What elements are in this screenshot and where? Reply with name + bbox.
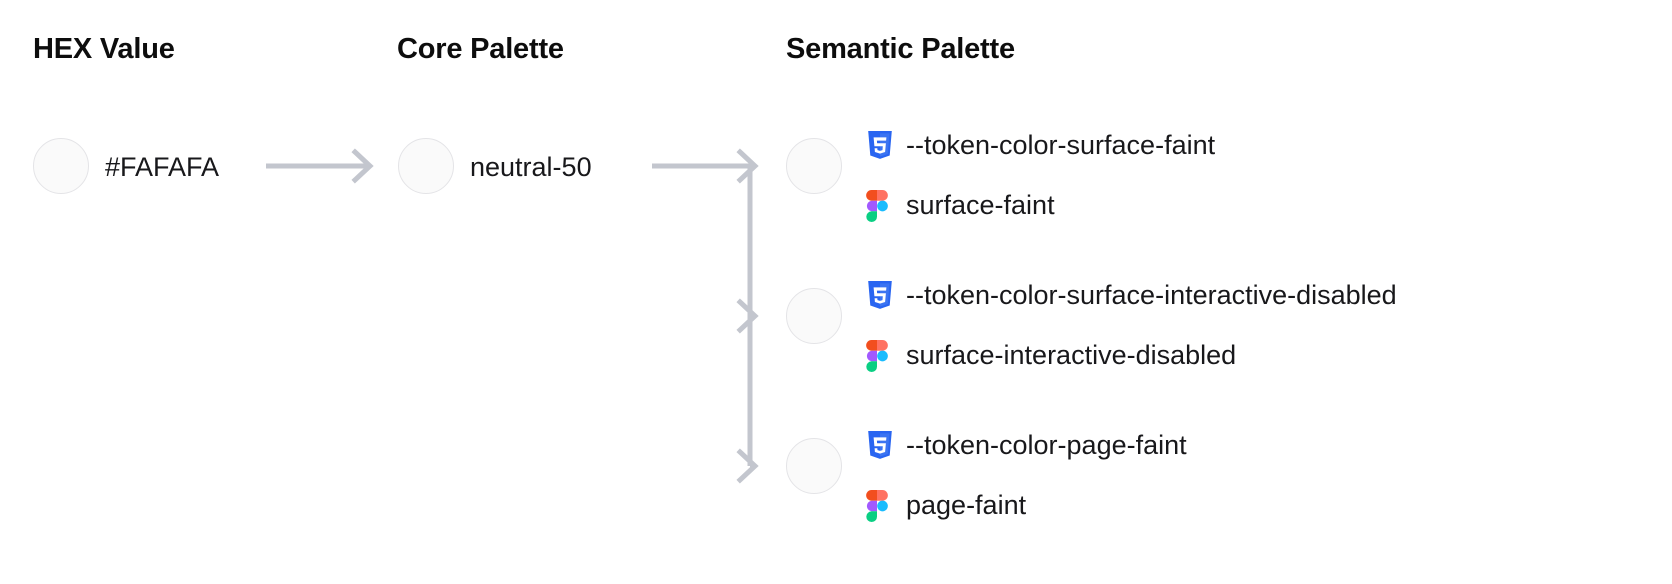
figma-icon [866,490,894,522]
css-token-row-1: --token-color-surface-interactive-disabl… [866,265,1397,325]
color-swatch-core-palette [398,138,454,194]
hex-value-label: #FAFAFA [105,152,220,182]
core-palette-label: neutral-50 [470,152,592,182]
color-swatch-hex-value [33,138,89,194]
column-heading-hex-value: HEX Value [33,33,175,65]
semantic-token-group-2: --token-color-page-faint page-faint [866,415,1187,535]
figma-icon [866,190,894,222]
css3-icon [866,430,894,460]
css-token-label-2: --token-color-page-faint [906,429,1187,460]
css3-icon [866,130,894,160]
semantic-token-group-0: --token-color-surface-faint surface-fain… [866,115,1215,235]
column-heading-core-palette: Core Palette [397,33,564,65]
figma-token-row-2: page-faint [866,475,1187,535]
figma-token-row-1: surface-interactive-disabled [866,325,1397,385]
semantic-token-group-1: --token-color-surface-interactive-disabl… [866,265,1397,385]
css3-icon [866,280,894,310]
color-swatch-semantic-1 [786,288,842,344]
figma-token-label-1: surface-interactive-disabled [906,339,1237,370]
css-token-row-0: --token-color-surface-faint [866,115,1215,175]
color-swatch-semantic-2 [786,438,842,494]
figma-token-label-0: surface-faint [906,189,1055,220]
css-token-row-2: --token-color-page-faint [866,415,1187,475]
color-swatch-semantic-0 [786,138,842,194]
column-heading-semantic-palette: Semantic Palette [786,33,1015,65]
arrow-core-to-semantic-branch [652,148,759,484]
figma-icon [866,340,894,372]
figma-token-row-0: surface-faint [866,175,1215,235]
figma-token-label-2: page-faint [906,489,1027,520]
css-token-label-0: --token-color-surface-faint [906,129,1216,160]
arrow-hex-to-core [266,148,374,184]
css-token-label-1: --token-color-surface-interactive-disabl… [906,279,1397,310]
